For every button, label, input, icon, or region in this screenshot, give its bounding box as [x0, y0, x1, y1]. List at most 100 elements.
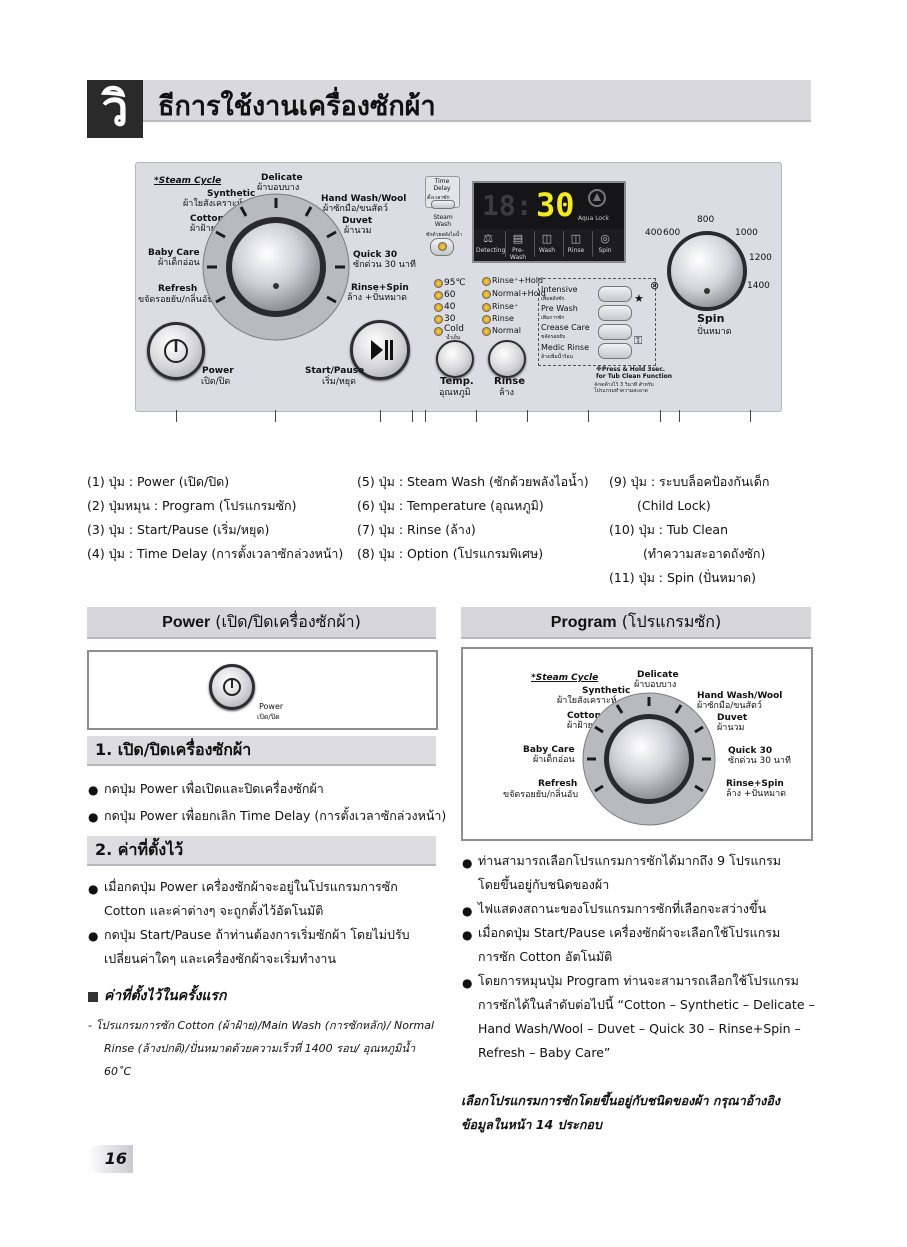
program-refresh-th: ขจัดรอยยับ/กลิ่นอับ: [138, 295, 214, 305]
temp-led: [434, 327, 443, 336]
rinse-label: Rinse: [494, 376, 525, 387]
legend-item: (4) ปุ่ม : Time Delay (การตั้งเวลาซักล่ว…: [87, 546, 344, 561]
option-medic-rinse-button[interactable]: [598, 343, 632, 359]
rinse-option: Rinse⁺+Hold: [492, 276, 544, 285]
page-title: ธีการใช้งานเครื่องซักผ้า: [158, 91, 436, 122]
power-icon: [164, 339, 188, 363]
program-hand-wash-label: Hand Wash/Wool: [321, 194, 407, 204]
program-baby-care-label: Baby Care: [523, 745, 575, 755]
rinse-option: Normal+Hold: [492, 289, 546, 298]
leader-line: [176, 410, 177, 422]
option-intensive-button[interactable]: [598, 286, 632, 302]
status-icon-row: ⚖Detecting ▤Pre-Wash ◫Wash ◫Rinse ◎Spin: [472, 229, 626, 263]
program-note: เลือกโปรแกรมการซักโดยขึ้นอยู่กับชนิดของผ…: [461, 1093, 781, 1108]
program-refresh-th: ขจัดรอยยับ/กลิ่นอับ: [503, 790, 579, 800]
start-pause-button[interactable]: [350, 320, 410, 380]
program-duvet-th: ผ้านวม: [717, 723, 745, 733]
rinse-button[interactable]: [488, 340, 526, 378]
power-button[interactable]: [147, 322, 205, 380]
program-text: การซัก Cotton อัตโนมัติ: [478, 949, 613, 964]
initial-settings-text: - โปรแกรมการซัก Cotton (ผ้าฝ้าย)/Main Wa…: [88, 1019, 435, 1032]
program-cotton-label: Cotton: [190, 214, 224, 224]
power-subsection-1-title: 1. เปิด/ปิดเครื่องซักผ้า: [95, 740, 252, 759]
no-spin-icon: ⊗: [650, 279, 660, 292]
program-dial[interactable]: [201, 192, 351, 342]
steam-wash-button[interactable]: [430, 238, 454, 256]
legend-item: (10) ปุ่ม : Tub Clean: [609, 522, 729, 537]
rinse-label-th: ล้าง: [499, 388, 514, 398]
program-text: Hand Wash/Wool – Duvet – Quick 30 – Rins…: [478, 1021, 801, 1036]
program-note: ข้อมูลในหน้า 14 ประกอบ: [461, 1117, 602, 1132]
leader-line: [660, 410, 661, 422]
program-section-title: Program: [550, 614, 617, 631]
temp-option: 60: [444, 290, 456, 300]
leader-line: [476, 410, 477, 422]
legend-item: (ทำความสะอาดถังซัก): [643, 546, 766, 561]
bullet: ●: [462, 976, 473, 990]
legend-item: (1) ปุ่ม : Power (เปิด/ปิด): [87, 474, 230, 489]
temp-label: Temp.: [440, 376, 474, 387]
power-illustration-th: เปิด/ปิด: [257, 713, 280, 721]
page-number: 16: [87, 1145, 133, 1173]
power-illustration-label: Power: [259, 702, 284, 711]
program-hand-wash-th: ผ้าซักมือ/ขนสัตว์: [323, 204, 388, 214]
spin-speed-label: 1000: [735, 228, 758, 238]
program-cotton-label: Cotton: [567, 711, 601, 721]
tub-clean-instruction: ※Press & Hold 3sec. for Tub Clean Functi…: [596, 366, 673, 380]
spin-icon: ◎: [600, 232, 610, 245]
legend-item: (7) ปุ่ม : Rinse (ล้าง): [357, 522, 476, 537]
default-setting-text: เมื่อกดปุ่ม Power เครื่องซักผ้าจะอยู่ในโ…: [104, 879, 398, 894]
power-label: Power: [202, 366, 234, 376]
steam-cycle-label: *Steam Cycle: [154, 176, 222, 186]
spin-speed-label: 800: [697, 215, 715, 225]
temp-label-th: อุณหภูมิ: [439, 388, 471, 398]
temp-option: Cold: [444, 324, 465, 334]
program-text: โดยการหมุนปุ่ม Program ท่านจะสามารถเลือก…: [478, 973, 799, 988]
temp-option: 30: [444, 314, 456, 324]
spin-speed-label: 1400: [747, 281, 770, 291]
leader-line: [527, 410, 528, 422]
power-button-illustration: [209, 664, 255, 710]
program-baby-care-th: ผ้าเด็กอ่อน: [533, 755, 575, 765]
program-baby-care-label: Baby Care: [148, 248, 200, 258]
program-quick30-th: ซักด่วน 30 นาที: [353, 260, 416, 270]
temp-button[interactable]: [436, 340, 474, 378]
spin-speed-label: 600: [663, 228, 681, 238]
temp-led: [434, 315, 443, 324]
program-refresh-label: Refresh: [538, 779, 578, 789]
option-pre-wash-button[interactable]: [598, 305, 632, 321]
program-text: Refresh – Baby Care”: [478, 1045, 611, 1060]
rinse-led: [482, 290, 491, 299]
spin-speed-label: 400: [645, 228, 663, 238]
bullet: ●: [462, 904, 473, 918]
program-duvet-label: Duvet: [717, 713, 748, 723]
program-hand-wash-th: ผ้าซักมือ/ขนสัตว์: [697, 701, 762, 711]
program-hand-wash-label: Hand Wash/Wool: [697, 691, 783, 701]
steam-cycle-label: *Steam Cycle: [531, 673, 599, 683]
wash-status: ◫Wash: [534, 231, 559, 257]
temp-option: 40: [444, 302, 456, 312]
option-group: [538, 278, 656, 366]
program-refresh-label: Refresh: [158, 284, 198, 294]
spin-status: ◎Spin: [592, 231, 617, 257]
program-quick30-label: Quick 30: [728, 746, 773, 756]
leader-line: [750, 410, 751, 422]
leader-line: [425, 410, 426, 422]
program-rinse-spin-label: Rinse+Spin: [726, 779, 784, 789]
rinse-icon: ◫: [570, 232, 582, 245]
bullet: ●: [88, 810, 99, 824]
program-duvet-label: Duvet: [342, 216, 373, 226]
leader-line: [588, 410, 589, 422]
program-cotton-th: ผ้าฝ้าย: [190, 224, 216, 234]
leader-line: [275, 410, 276, 422]
tub-clean-instruction-th: ※กดค้างไว้ 3 วินาที สำหรับ โปรแกรมทำความ…: [594, 382, 654, 394]
option-crease-care-button[interactable]: [598, 324, 632, 340]
spin-dial[interactable]: [665, 229, 749, 313]
power-bullet-text: กดปุ่ม Power เพื่อเปิดและปิดเครื่องซักผ้…: [104, 781, 324, 796]
program-text: ท่านสามารถเลือกโปรแกรมการซักได้มากถึง 9 …: [478, 853, 782, 868]
power-subsection-2: 2. ค่าที่ตั้งไว้: [87, 836, 436, 866]
power-subsection-1: 1. เปิด/ปิดเครื่องซักผ้า: [87, 736, 436, 766]
legend-item: (8) ปุ่ม : Option (โปรแกรมพิเศษ): [357, 546, 544, 561]
time-delay-button[interactable]: [431, 200, 455, 209]
time-delay-label: Time Delay: [433, 178, 451, 192]
